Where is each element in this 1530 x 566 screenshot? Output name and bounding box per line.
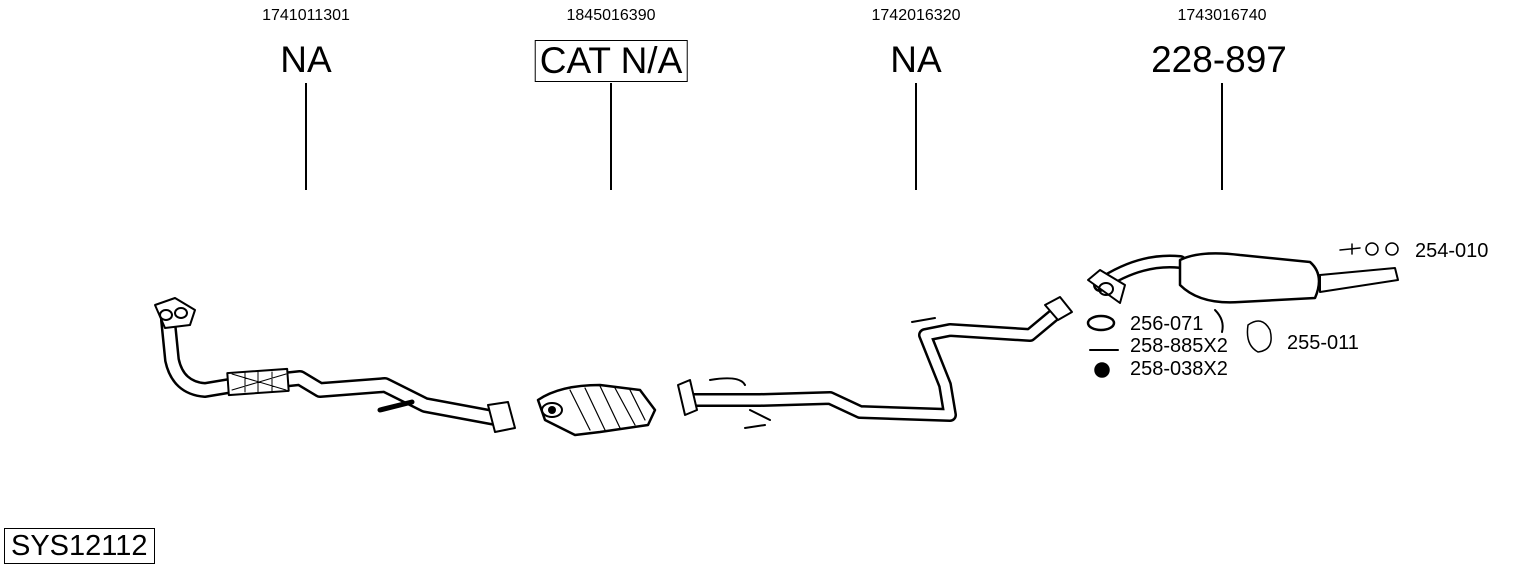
oe-number-2: 1845016390 bbox=[566, 7, 656, 24]
catalyst-drawing bbox=[536, 383, 657, 437]
oe-number-1: 1741011301 bbox=[262, 7, 350, 24]
accessory-label[interactable]: 255-011 bbox=[1287, 332, 1359, 354]
leader-line bbox=[305, 83, 307, 190]
rear-muffler-drawing bbox=[1087, 252, 1399, 333]
part-number-1[interactable]: NA bbox=[280, 39, 332, 80]
middle-pipe-drawing bbox=[677, 296, 1073, 429]
oe-number-3: 1742016320 bbox=[871, 7, 961, 24]
accessory-label[interactable]: 258-038X2 bbox=[1130, 358, 1228, 380]
accessory-label[interactable]: 258-885X2 bbox=[1130, 335, 1228, 357]
part-number-2[interactable]: CAT N/A bbox=[534, 40, 688, 82]
hardware-icons bbox=[1086, 242, 1399, 378]
accessory-label[interactable]: 254-010 bbox=[1415, 240, 1489, 262]
leader-line bbox=[610, 83, 612, 190]
front-pipe-drawing bbox=[154, 297, 516, 433]
part-number-4[interactable]: 228-897 bbox=[1151, 39, 1287, 80]
accessory-label[interactable]: 256-071 bbox=[1130, 313, 1204, 335]
oe-number-4: 1743016740 bbox=[1177, 7, 1267, 24]
part-number-3[interactable]: NA bbox=[890, 39, 942, 80]
system-id: SYS12112 bbox=[4, 528, 155, 564]
leader-line bbox=[915, 83, 917, 190]
leader-line bbox=[1221, 83, 1223, 190]
